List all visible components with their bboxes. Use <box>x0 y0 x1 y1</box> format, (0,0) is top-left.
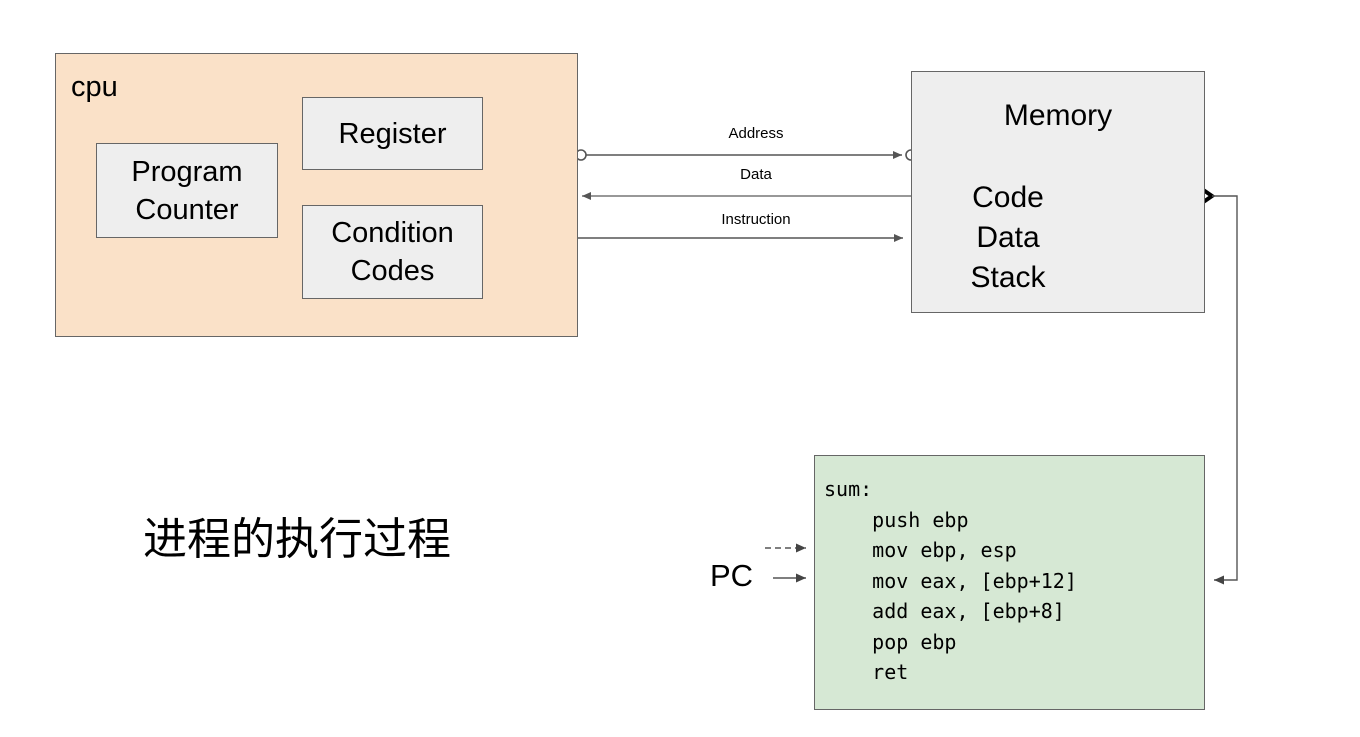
cpu-label: cpu <box>71 71 118 103</box>
condition-codes-box: Condition Codes <box>302 205 483 299</box>
data-bus-label: Data <box>740 166 772 183</box>
instruction-bus-label: Instruction <box>721 211 791 228</box>
diagram-title-cn: 进程的执行过程 <box>143 514 451 565</box>
memory-to-code-connector <box>1212 195 1238 585</box>
program-counter-box: Program Counter <box>96 143 278 238</box>
program-counter-label: Program Counter <box>131 155 243 226</box>
memory-box <box>911 71 1205 313</box>
pc-pointer-label: PC <box>710 558 754 593</box>
register-label: Register <box>338 117 447 150</box>
register-box: Register <box>302 97 483 170</box>
code-listing-text: sum: push ebp mov ebp, esp mov eax, [ebp… <box>824 477 1077 684</box>
address-bus-label: Address <box>728 125 784 142</box>
code-listing-box <box>814 455 1205 710</box>
address-bus-line <box>575 149 917 161</box>
memory-title: Memory <box>1003 99 1113 132</box>
memory-segments: Code Data Stack <box>970 181 1046 294</box>
condition-codes-label: Condition Codes <box>331 217 454 287</box>
